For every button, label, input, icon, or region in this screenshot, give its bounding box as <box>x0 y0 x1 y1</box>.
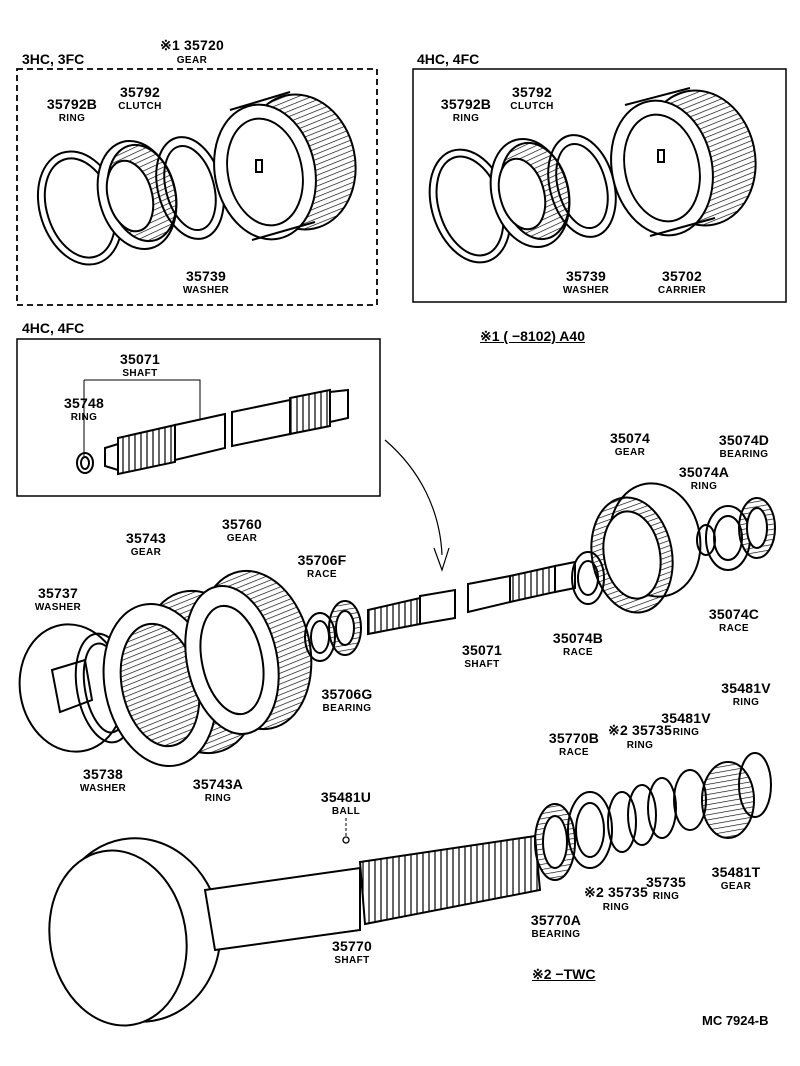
shaft-35071-drawing-a <box>104 388 349 476</box>
group-title-4hc-4fc-shaft: 4HC, 4FC <box>22 320 85 336</box>
shaft-35770-drawing <box>48 834 542 1027</box>
bearing-35770a-drawing <box>534 803 576 881</box>
gear-35481t-drawing <box>701 752 772 839</box>
clutch-35792-drawing <box>96 139 178 251</box>
group-title-3hc-3fc: 3HC, 3FC <box>22 51 85 67</box>
arrow-head <box>433 547 450 572</box>
ring-35748-drawing <box>76 452 94 474</box>
shaft-35071-drawing-b <box>367 560 576 636</box>
bearing-35074d-drawing <box>738 497 776 559</box>
gear-35074-drawing <box>590 482 702 614</box>
carrier-35702-drawing <box>610 87 757 237</box>
leader-35071 <box>83 379 201 456</box>
group-box-4hc-4fc-top <box>412 68 787 303</box>
clutch-35792-drawing-b <box>489 137 571 249</box>
race-35770b-drawing <box>567 791 613 869</box>
washer-35737-drawing <box>18 623 126 753</box>
ring-stack-drawing <box>607 769 707 853</box>
note-2: ※2 −TWC <box>532 966 596 982</box>
gear-35760-drawing <box>184 569 313 735</box>
arrow-to-shaft <box>384 439 443 556</box>
group-box-4hc-4fc-shaft <box>16 338 381 497</box>
ball-35481u-drawing <box>342 836 350 844</box>
group-box-3hc-3fc <box>16 68 378 306</box>
figure-reference-code: MC 7924-B <box>702 1013 769 1028</box>
note-1: ※1 ( −8102) A40 <box>480 328 585 344</box>
group-title-4hc-4fc-top: 4HC, 4FC <box>417 51 480 67</box>
gear-35720-drawing <box>213 91 357 241</box>
bearing-35706g-drawing <box>328 600 362 656</box>
